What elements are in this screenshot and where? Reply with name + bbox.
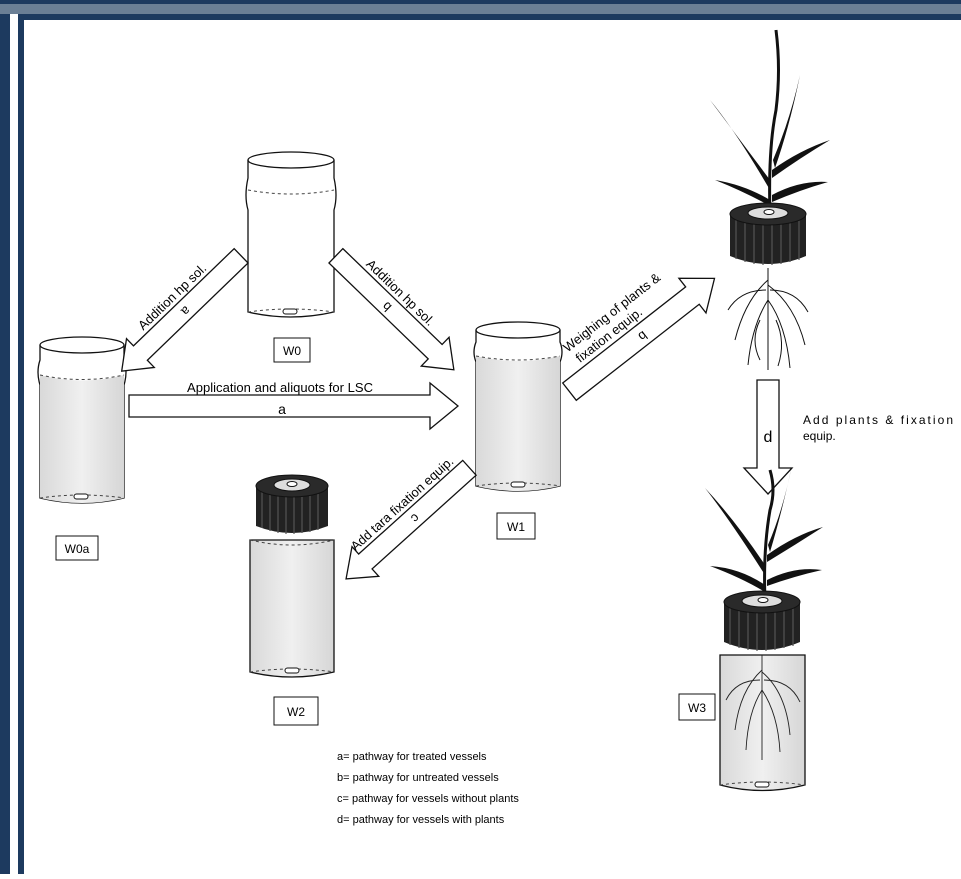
legend-item-a: a= pathway for treated vessels [337,751,487,763]
label-box-w0a [55,535,99,561]
legend: a= pathway for treated vessels b= pathwa… [337,751,519,826]
label-box-w2 [273,696,319,726]
frame-top-edge [0,0,961,4]
label-box-w0 [273,337,311,363]
frame-left-gap [10,14,18,874]
label-w0a: W0a [65,542,90,556]
label-w0: W0 [283,344,301,358]
roots-icon [727,268,809,370]
arrow-d-label-line2: equip. [803,429,836,443]
vessel-w0 [245,151,337,318]
vessel-w0a [37,336,127,504]
arrow-d [742,379,794,495]
legend-item-c: c= pathway for vessels without plants [337,793,519,805]
cap-icon [729,202,807,265]
label-w2: W2 [287,705,305,719]
vessel-w1 [473,321,563,492]
arrow-d-letter: d [764,429,773,446]
cap-icon [255,474,329,534]
frame-inner-top [18,14,961,20]
vessel-w3 [719,654,806,792]
plant-icon [710,29,830,216]
arrow-a-letter: a [278,401,286,417]
arrow-c: Add tara fixation equip. c [345,453,478,580]
plant-icon [705,465,823,601]
arrow-w0-to-w0a: Addition hp sol. a [120,247,249,372]
arrow-weighing: Weighing of plants & fixation equip. b [560,270,716,402]
label-w3: W3 [688,701,706,715]
frame-left-bar [0,14,10,874]
arrow-d-label-line1: Add plants & fixation [803,413,953,427]
vessel-w2 [249,474,335,678]
legend-item-b: b= pathway for untreated vessels [337,772,499,784]
label-box-w1 [496,512,536,540]
arrow-a-label: Application and aliquots for LSC [187,380,373,395]
label-w1: W1 [507,520,525,534]
label-box-w3 [678,693,716,721]
cap-icon [723,590,801,651]
arrow-a [128,381,460,431]
legend-item-d: d= pathway for vessels with plants [337,814,505,826]
frame-inner-left [18,14,24,874]
arrow-w0-to-w1: Addition hp sol. b [328,247,455,371]
